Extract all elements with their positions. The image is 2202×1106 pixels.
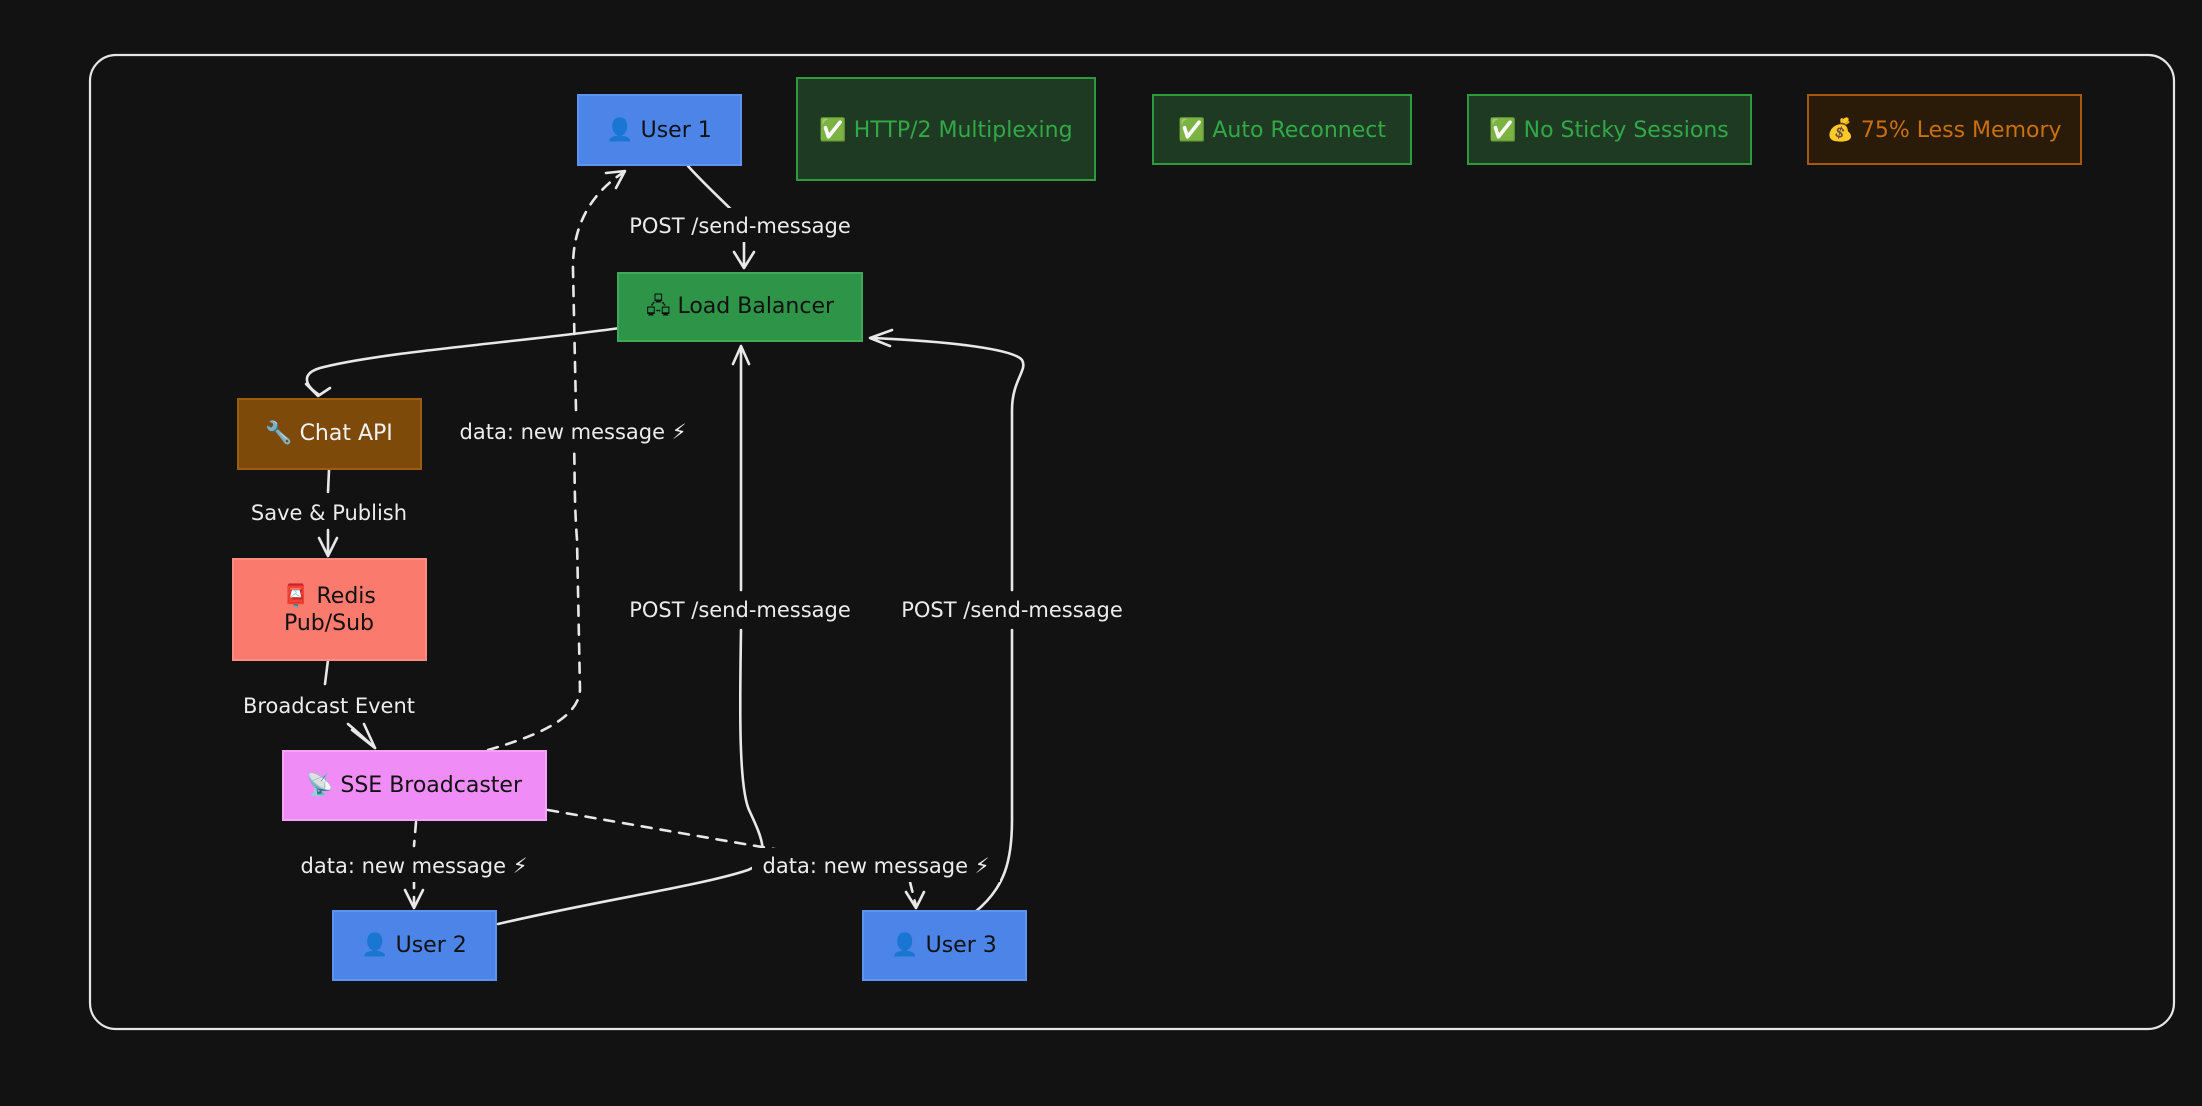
edge-redis-to-sse-arrowhead [350,722,377,750]
chat-api-label: 🔧 Chat API [265,419,393,446]
sse-broadcaster-node[interactable]: 📡 SSE Broadcaster [282,750,547,821]
edge-label-sse-to-user3: data: new message ⚡ [763,854,990,878]
badge-auto-reconnect: ✅ Auto Reconnect [1152,94,1412,165]
edge-user2-to-lb-arrowhead [731,344,751,366]
user3-box [862,910,1027,981]
user2-box [332,910,497,981]
chat-api-box [237,398,422,470]
user3-node[interactable]: 👤 User 3 [862,910,1027,981]
edge-label-user1-to-lb: POST /send-message [629,214,851,238]
badge-reconnect-label: ✅ Auto Reconnect [1178,117,1386,143]
badge-less-memory: 💰 75% Less Memory [1807,94,2082,165]
edge-lb-to-chatapi [305,326,622,396]
load-balancer-box [617,272,863,342]
edge-labels: POST /send-message data: new message ⚡ S… [226,208,1137,882]
edge-user3-to-lb-arrowhead [868,328,894,348]
redis-box [232,558,427,661]
redis-node[interactable]: 📮 Redis Pub/Sub [232,558,427,661]
badge-sticky-label: ✅ No Sticky Sessions [1489,117,1728,143]
badge-http2-box [796,77,1096,181]
edge-sse-to-user1-arrowhead [604,169,627,190]
edge-user3-to-lb [870,336,1025,914]
sse-broadcaster-label: 📡 SSE Broadcaster [306,770,523,798]
edge-chatapi-to-redis-arrowhead [317,536,339,558]
badge-reconnect-box [1152,94,1412,165]
badge-memory-label: 💰 75% Less Memory [1826,117,2061,143]
edge-sse-to-user3 [546,808,918,908]
edge-sse-to-user2 [412,820,418,908]
sse-broadcaster-box [282,750,547,821]
edge-sse-to-user3-arrowhead [904,890,926,910]
load-balancer-node[interactable]: 🖧 Load Balancer [617,272,863,342]
user2-node[interactable]: 👤 User 2 [332,910,497,981]
edge-label-user3-to-lb: POST /send-message [901,598,1123,622]
redis-label-line2: Pub/Sub [284,611,374,636]
badge-no-sticky-sessions: ✅ No Sticky Sessions [1467,94,1752,165]
edge-chatapi-to-redis [326,468,331,556]
redis-label-line1: 📮 Redis [282,583,376,609]
user1-box [577,94,742,166]
badge-http2-multiplexing: ✅ HTTP/2 Multiplexing [796,77,1096,181]
edge-label-api-to-redis: Save & Publish [251,501,407,525]
user1-node[interactable]: 👤 User 1 [577,94,742,166]
edge-label-user2-to-lb: POST /send-message [629,598,851,622]
edge-user1-to-lb-arrowhead [732,250,756,270]
user2-label: 👤 User 2 [361,932,467,958]
edge-lb-to-chatapi-arrowhead [304,382,332,398]
badge-sticky-box [1467,94,1752,165]
badge-memory-box [1807,94,2082,165]
chat-api-node[interactable]: 🔧 Chat API [237,398,422,470]
edge-sse-to-user2-arrowhead [403,888,425,910]
badge-http2-label: ✅ HTTP/2 Multiplexing [819,117,1072,143]
edge-label-redis-to-sse: Broadcast Event [243,694,415,718]
edge-label-sse-to-user2: data: new message ⚡ [301,854,528,878]
user3-label: 👤 User 3 [891,932,997,958]
diagram-frame [88,53,2176,1031]
load-balancer-label: 🖧 Load Balancer [646,293,835,319]
user1-label: 👤 User 1 [606,117,712,143]
edge-label-sse-to-user1: data: new message ⚡ [460,420,687,444]
edge-sse-to-user1 [486,170,626,752]
